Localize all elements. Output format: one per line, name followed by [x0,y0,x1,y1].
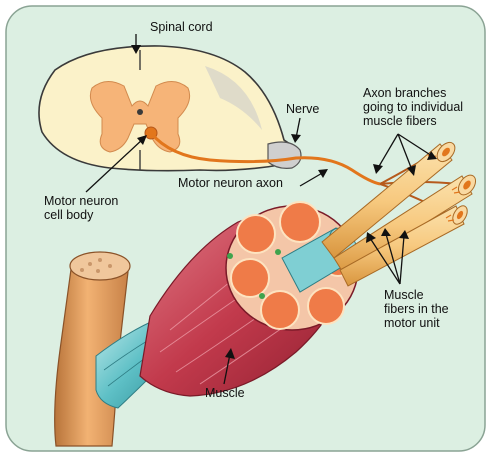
spinal-cord-label: Spinal cord [150,20,213,34]
nerve-sheath [268,142,301,168]
muscle-fibers-label-line: motor unit [384,316,449,330]
motor-neuron-cell-body-label-line: Motor neuron [44,194,118,208]
fascicle [237,215,275,253]
motor-neuron-cell-body-label: Motor neuron cell body [44,194,118,222]
axon-branches-label-line: muscle fibers [363,114,463,128]
capillary [275,249,281,255]
bone-pore [88,262,92,266]
central-canal [137,109,143,115]
nerve-label: Nerve [286,102,319,116]
fascicle [308,288,344,324]
muscle-fibers-label-line: Muscle [384,288,449,302]
capillary [227,253,233,259]
muscle-label: Muscle [205,386,245,400]
axon-branches-label-line: Axon branches [363,86,463,100]
fascicle [261,291,299,329]
fascicle [231,259,269,297]
bone-pore [108,264,112,268]
muscle-fibers-label: Muscle fibers in the motor unit [384,288,449,330]
axon-branches-label-line: going to individual [363,100,463,114]
bone-pore [80,268,84,272]
capillary [259,293,265,299]
fascicle [280,202,320,242]
motor-neuron-axon-label: Motor neuron axon [178,176,283,190]
bone-pore [98,258,102,262]
axon-branches-label: Axon branches going to individual muscle… [363,86,463,128]
muscle-fibers-label-line: fibers in the [384,302,449,316]
bone-end [70,252,130,280]
bone-pore [96,269,100,273]
motor-neuron-cell-body-label-line: cell body [44,208,118,222]
